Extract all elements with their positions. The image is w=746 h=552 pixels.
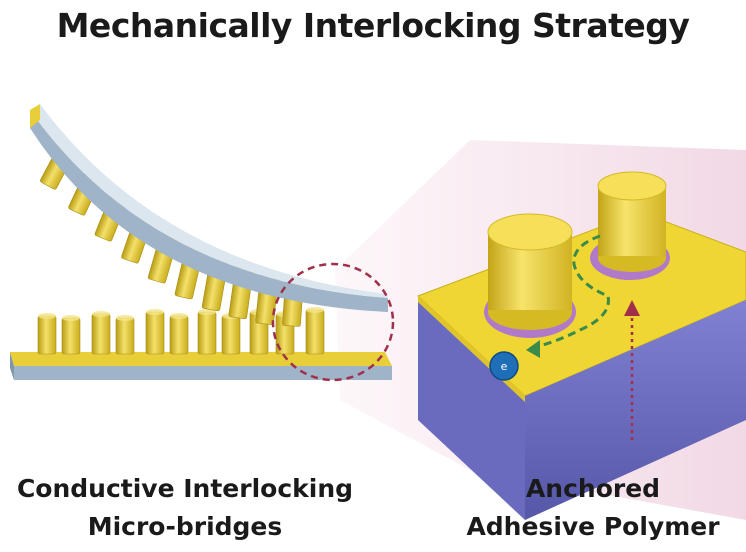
electron-path-arrow (531, 234, 610, 350)
top-film (30, 104, 388, 312)
right-caption-line2: Adhesive Polymer (466, 512, 720, 541)
electron-icon (489, 351, 519, 381)
highlight-circle (271, 262, 395, 382)
electron-path-arrowhead (526, 340, 540, 358)
left-caption: Conductive Interlocking Micro-bridges (0, 470, 370, 546)
big-pillar-left (487, 213, 573, 330)
left-caption-line1: Conductive Interlocking (16, 474, 354, 503)
big-pillar-right (597, 171, 667, 272)
bottom-substrate (10, 352, 392, 380)
bottom-pillars (37, 309, 325, 355)
left-caption-line2: Micro-bridges (87, 512, 283, 541)
electron-symbol: e (501, 360, 508, 373)
diagram-title: Mechanically Interlocking Strategy (56, 6, 690, 45)
upward-arrowhead (624, 300, 640, 316)
right-caption: Anchored Adhesive Polymer (440, 470, 746, 546)
right-caption-line1: Anchored (525, 474, 661, 503)
